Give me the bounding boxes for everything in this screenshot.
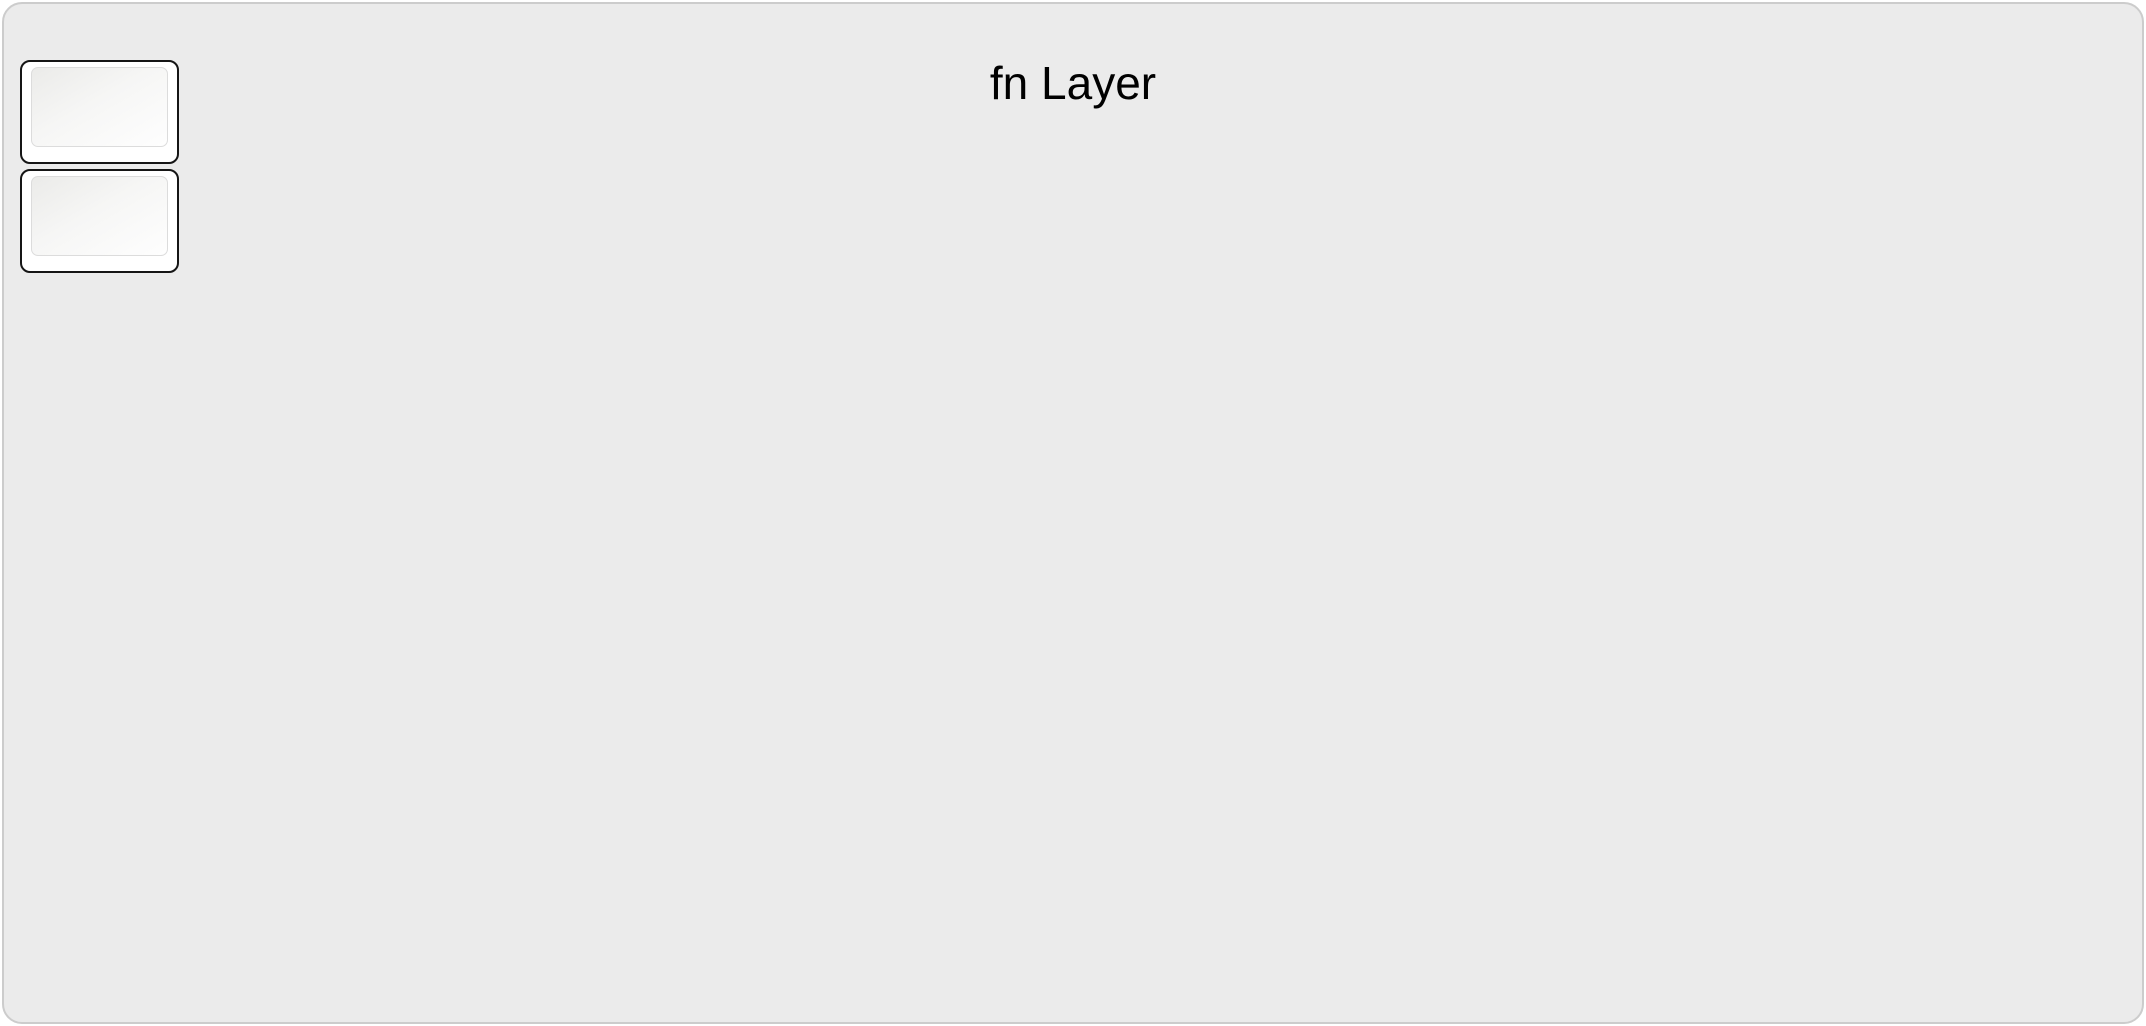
- key-blank[interactable]: [20, 169, 179, 273]
- keycap-top: [31, 176, 168, 256]
- keycap-top: [31, 67, 168, 147]
- page-title: fn Layer: [989, 57, 1157, 109]
- key-blank[interactable]: [20, 60, 179, 164]
